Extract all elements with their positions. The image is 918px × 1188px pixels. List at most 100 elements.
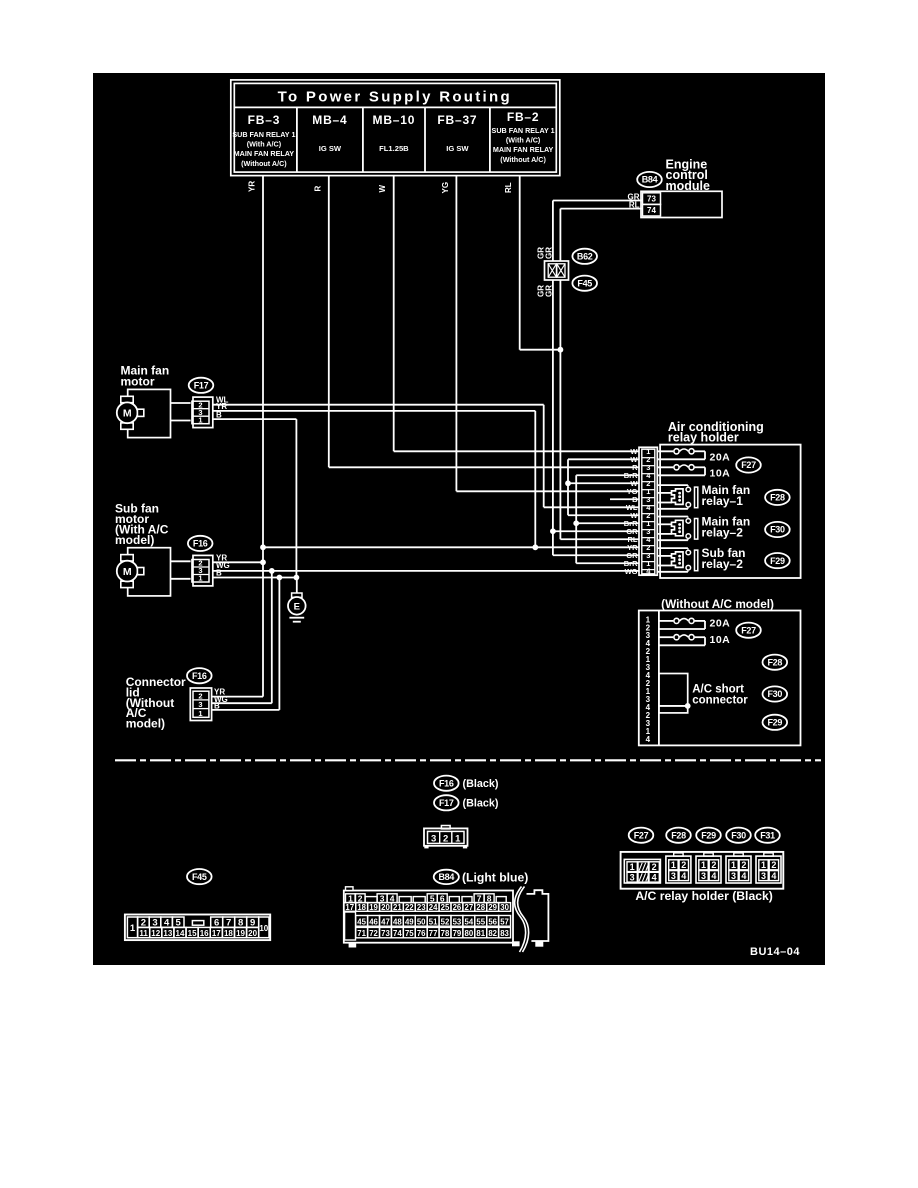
svg-text:3: 3 — [646, 463, 650, 472]
svg-text:4: 4 — [646, 639, 651, 648]
svg-text:YR: YR — [214, 688, 225, 697]
svg-text:IG SW: IG SW — [319, 144, 342, 153]
svg-text:22: 22 — [405, 903, 414, 912]
svg-text:77: 77 — [429, 929, 438, 938]
svg-text:57: 57 — [500, 917, 509, 926]
svg-text:F30: F30 — [767, 689, 782, 699]
svg-text:3: 3 — [731, 871, 736, 881]
svg-text:53: 53 — [453, 917, 462, 926]
svg-text:F29: F29 — [770, 556, 785, 566]
svg-text:1: 1 — [646, 519, 650, 528]
svg-text:3: 3 — [646, 631, 651, 640]
svg-text:SUB FAN RELAY 1: SUB FAN RELAY 1 — [232, 130, 295, 139]
svg-text:GR: GR — [537, 285, 546, 297]
svg-text:1: 1 — [646, 559, 650, 568]
svg-text:28: 28 — [476, 903, 485, 912]
svg-text:YR: YR — [216, 402, 227, 411]
svg-text:3: 3 — [380, 893, 385, 903]
svg-text:11: 11 — [139, 929, 148, 938]
svg-text:GR: GR — [537, 247, 546, 259]
svg-text:model): model) — [115, 533, 154, 547]
svg-text:2: 2 — [646, 623, 651, 632]
svg-text:GR: GR — [628, 192, 640, 201]
svg-text:2: 2 — [646, 711, 651, 720]
svg-text:F29: F29 — [701, 830, 716, 840]
svg-text:75: 75 — [405, 929, 414, 938]
svg-text:1: 1 — [646, 615, 651, 624]
svg-text:79: 79 — [453, 929, 462, 938]
svg-text:3: 3 — [646, 719, 651, 728]
svg-text:Sub fan: Sub fan — [115, 502, 159, 516]
svg-text:3: 3 — [646, 551, 650, 560]
svg-text:2: 2 — [741, 860, 746, 870]
svg-text:WG: WG — [214, 695, 228, 704]
svg-text:relay–2: relay–2 — [702, 557, 744, 571]
svg-text:18: 18 — [357, 903, 366, 912]
svg-text:78: 78 — [441, 929, 450, 938]
svg-text:2: 2 — [646, 511, 650, 520]
svg-text:R: R — [632, 463, 638, 472]
svg-text:A/C: A/C — [126, 706, 147, 720]
svg-text:10A: 10A — [710, 468, 731, 480]
svg-text:20A: 20A — [710, 618, 731, 630]
svg-text:30: 30 — [500, 903, 509, 912]
svg-text:7: 7 — [226, 918, 231, 929]
svg-text:46: 46 — [369, 917, 378, 926]
svg-text:FB–2: FB–2 — [507, 110, 540, 124]
svg-text:3: 3 — [646, 695, 651, 704]
svg-text:F29: F29 — [767, 718, 782, 728]
svg-text:B62: B62 — [577, 252, 593, 262]
svg-text:4: 4 — [646, 566, 651, 575]
svg-text:20: 20 — [381, 903, 390, 912]
svg-text:2: 2 — [646, 679, 651, 688]
svg-text:FB–37: FB–37 — [437, 113, 477, 127]
svg-text:1: 1 — [348, 893, 353, 903]
svg-text:4: 4 — [711, 871, 716, 881]
svg-text:RL: RL — [504, 182, 513, 193]
svg-text:lid: lid — [126, 685, 140, 699]
svg-text:3: 3 — [198, 566, 202, 575]
svg-text:16: 16 — [200, 929, 209, 938]
svg-text:GR: GR — [545, 247, 554, 259]
svg-text:2: 2 — [646, 479, 650, 488]
svg-text:54: 54 — [464, 917, 473, 926]
svg-text:2: 2 — [198, 559, 202, 568]
svg-text:module: module — [666, 179, 710, 193]
svg-text:1: 1 — [198, 574, 202, 583]
svg-text:(With A/C): (With A/C) — [506, 136, 541, 145]
svg-text:19: 19 — [369, 903, 378, 912]
svg-text:1: 1 — [630, 862, 635, 872]
svg-text:4: 4 — [646, 735, 651, 744]
svg-text:24: 24 — [429, 903, 438, 912]
svg-text:4: 4 — [646, 703, 651, 712]
svg-text:1: 1 — [455, 833, 461, 844]
svg-text:WG: WG — [625, 567, 638, 576]
svg-text:(Without: (Without — [126, 696, 175, 710]
svg-text:W: W — [630, 447, 638, 456]
svg-text:F27: F27 — [741, 625, 756, 635]
svg-text:F16: F16 — [192, 671, 207, 681]
svg-text:(Light blue): (Light blue) — [462, 871, 528, 885]
svg-text:MB–4: MB–4 — [312, 113, 347, 127]
svg-text:relay–1: relay–1 — [702, 494, 744, 508]
svg-text:YG: YG — [627, 487, 638, 496]
svg-text:2: 2 — [358, 893, 363, 903]
svg-text:1: 1 — [646, 447, 650, 456]
svg-text:Main fan: Main fan — [702, 515, 751, 529]
svg-text:6: 6 — [214, 918, 219, 929]
svg-text:model): model) — [126, 717, 165, 731]
svg-text:13: 13 — [163, 929, 172, 938]
svg-text:19: 19 — [236, 929, 245, 938]
svg-text:3: 3 — [761, 871, 766, 881]
svg-text:80: 80 — [464, 929, 473, 938]
svg-text:A/C relay holder (Black): A/C relay holder (Black) — [635, 889, 773, 903]
svg-text:F17: F17 — [439, 798, 454, 808]
svg-text:3: 3 — [198, 700, 202, 709]
svg-text:A/C short: A/C short — [692, 684, 744, 696]
svg-text:6: 6 — [440, 893, 445, 903]
svg-text:21: 21 — [393, 903, 402, 912]
svg-text:B84: B84 — [642, 175, 658, 185]
svg-text:76: 76 — [417, 929, 426, 938]
svg-text:MB–10: MB–10 — [373, 113, 416, 127]
svg-text:W: W — [378, 185, 387, 193]
